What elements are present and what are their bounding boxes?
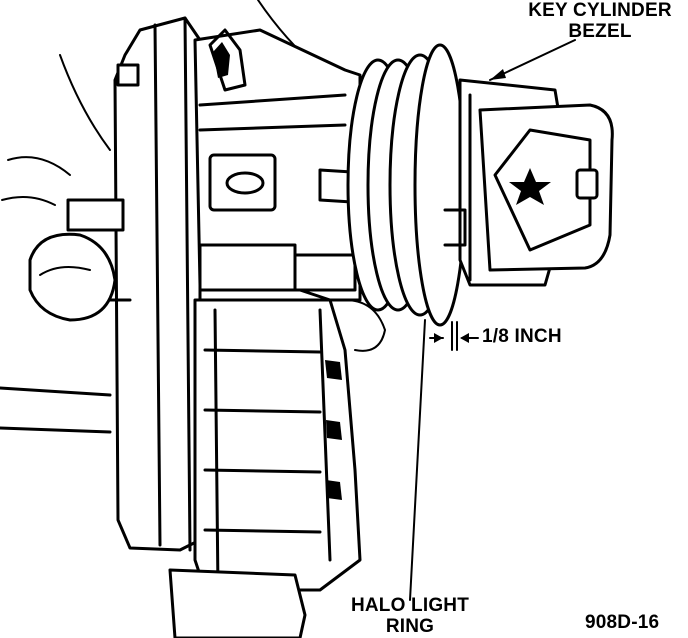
figure-code-label: 908D-16: [585, 612, 660, 633]
lower-mechanism: [168, 298, 386, 638]
key-cylinder-bezel-label-line2: BEZEL: [568, 21, 632, 42]
switch-housing: [66, 16, 202, 552]
gap-dimension-label: 1/8 INCH: [482, 326, 562, 347]
halo-light-ring-label-line2: RING: [385, 616, 435, 637]
halo-light-ring-label: HALO LIGHT RING: [345, 595, 475, 637]
switch-middle-section: [193, 28, 402, 302]
key-cylinder-bezel: [443, 78, 614, 287]
key-cylinder-bezel-label: KEY CYLINDER BEZEL: [520, 0, 680, 42]
halo-light-ring: [346, 43, 467, 327]
key-cylinder-bezel-label-line1: KEY CYLINDER: [528, 0, 672, 21]
annotation-lines: [409, 39, 576, 601]
hand-outline: [0, 0, 353, 434]
halo-light-ring-label-line1: HALO LIGHT: [350, 595, 470, 616]
